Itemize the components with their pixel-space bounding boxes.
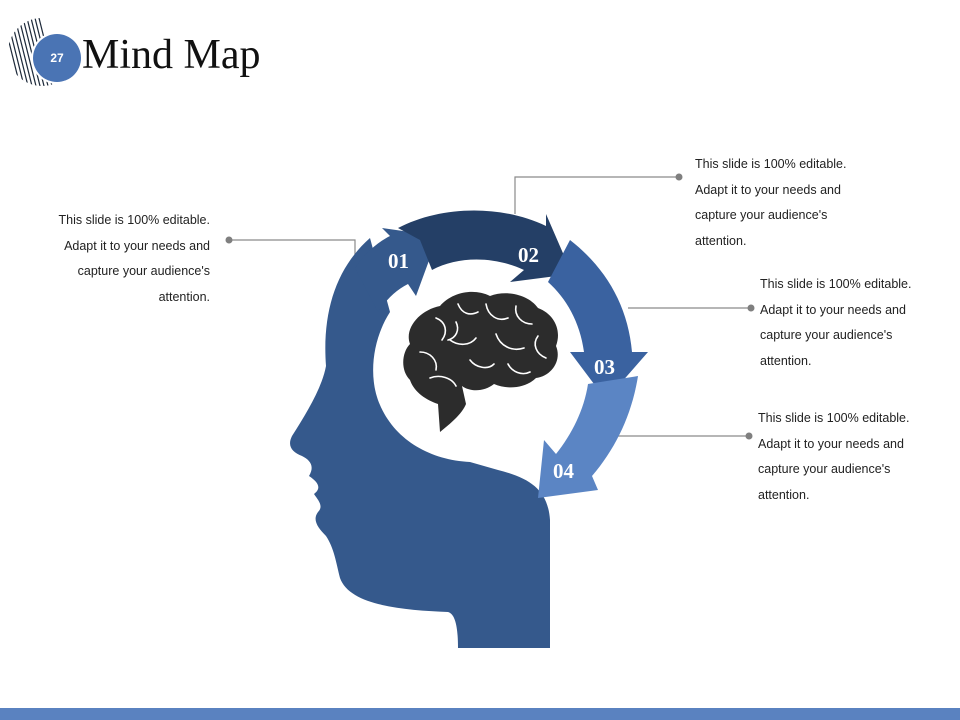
connector-dots: [225, 173, 755, 440]
slide-number-badge: 27: [8, 14, 81, 90]
text-note-04: This slide is 100% editable. Adapt it to…: [758, 406, 948, 508]
text-note-line: Adapt it to your needs and: [760, 302, 906, 317]
text-note-03: This slide is 100% editable. Adapt it to…: [760, 272, 950, 374]
connector-dot-01: [225, 236, 233, 244]
connector-02: [514, 176, 679, 214]
brain-icon: [403, 291, 558, 432]
head-silhouette: [290, 238, 550, 648]
text-note-line: Adapt it to your needs and: [64, 238, 210, 253]
text-note-line: This slide is 100% editable.: [760, 277, 912, 291]
step-label-04: 04: [553, 459, 575, 483]
cycle-ring: [355, 210, 648, 498]
text-note-line: Adapt it to your needs and: [695, 182, 841, 197]
step-labels: 01 02 03 04: [388, 243, 615, 483]
text-note-line: attention.: [695, 233, 747, 248]
connector-dot-02: [675, 173, 683, 181]
slide-title: Mind Map: [82, 32, 261, 78]
connector-dot-03: [747, 304, 755, 312]
text-note-line: Adapt it to your needs and: [758, 436, 904, 451]
text-note-line: attention.: [758, 487, 810, 502]
text-note-line: This slide is 100% editable.: [695, 157, 847, 171]
text-note-line: This slide is 100% editable.: [758, 411, 910, 425]
arc-segment-02: [398, 210, 572, 282]
arc-segment-04: [538, 376, 638, 498]
footer-bar: [0, 708, 960, 720]
text-note-01: This slide is 100% editable. Adapt it to…: [20, 208, 210, 310]
text-note-line: capture your audience's: [77, 264, 210, 278]
text-note-line: This slide is 100% editable.: [58, 213, 210, 227]
arc-segment-01: [355, 228, 438, 312]
arc-segment-03: [548, 240, 648, 400]
text-note-02: This slide is 100% editable. Adapt it to…: [695, 152, 895, 254]
text-note-line: attention.: [760, 353, 812, 368]
connector-dot-04: [745, 432, 753, 440]
step-label-01: 01: [388, 249, 409, 273]
text-note-line: capture your audience's: [760, 328, 893, 342]
connector-01: [228, 239, 356, 268]
text-note-line: attention.: [158, 289, 210, 304]
text-note-line: capture your audience's: [695, 208, 828, 222]
step-label-02: 02: [518, 243, 539, 267]
text-note-line: capture your audience's: [758, 462, 891, 476]
step-label-03: 03: [594, 355, 615, 379]
slide-number: 27: [33, 34, 81, 82]
